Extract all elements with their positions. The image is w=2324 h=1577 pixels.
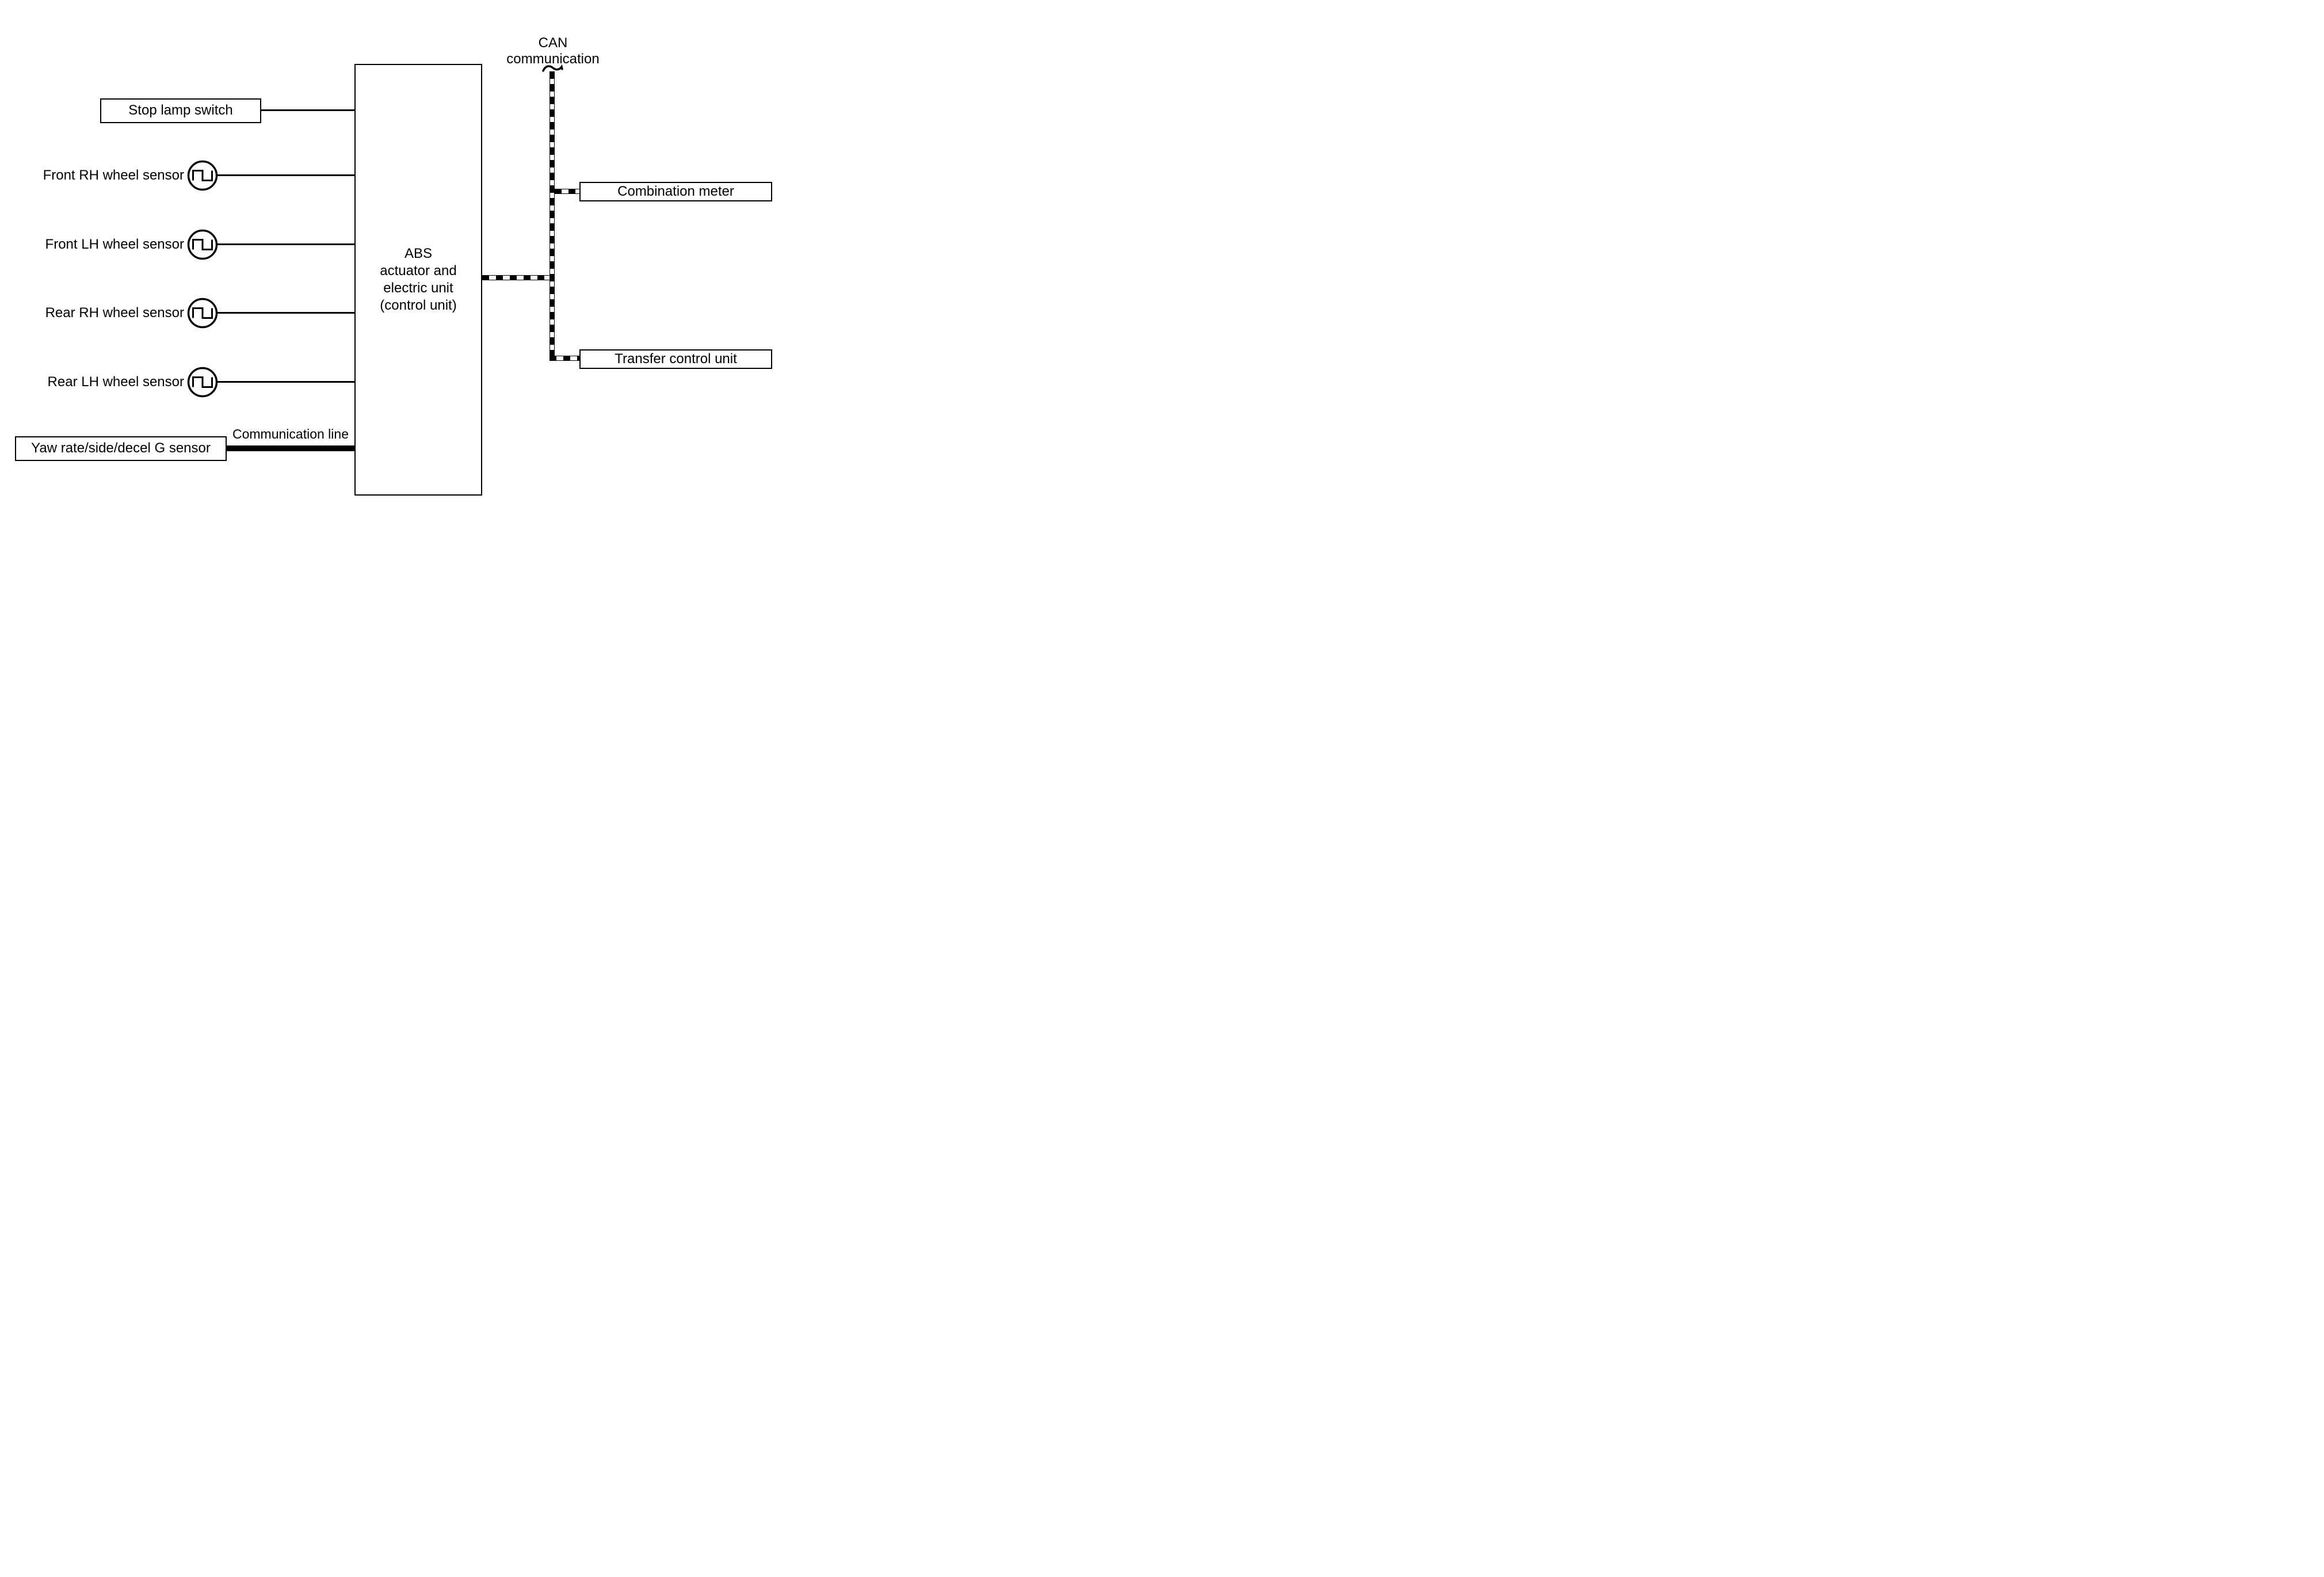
- abs-label-line3: electric unit: [383, 280, 453, 296]
- stop-lamp-connector-line: [261, 109, 354, 111]
- combination-meter-box: Combination meter: [579, 182, 772, 201]
- yaw-rate-sensor-label: Yaw rate/side/decel G sensor: [31, 440, 211, 456]
- square-wave-icon: [187, 229, 218, 260]
- can-bus-main-line: [482, 275, 549, 280]
- square-wave-icon: [187, 160, 218, 191]
- abs-label-line2: actuator and: [380, 263, 457, 279]
- stop-lamp-switch-box: Stop lamp switch: [100, 98, 261, 123]
- communication-line-label: Communication line: [232, 426, 349, 441]
- abs-actuator-box: ABS actuator and electric unit (control …: [354, 64, 482, 496]
- can-communication-label: CAN communication: [495, 35, 610, 67]
- combination-meter-label: Combination meter: [617, 183, 734, 199]
- square-wave-icon: [187, 367, 218, 398]
- abs-label-line1: ABS: [404, 246, 433, 261]
- abs-label-line4: (control unit): [380, 298, 457, 313]
- communication-line: [227, 445, 354, 451]
- can-bus-hook-icon: [542, 64, 563, 72]
- can-label-line1: CAN: [538, 35, 568, 51]
- can-branch-transfer-control: [549, 356, 579, 361]
- transfer-control-unit-box: Transfer control unit: [579, 349, 772, 369]
- front-lh-wheel-sensor-label: Front LH wheel sensor: [45, 237, 184, 252]
- abs-system-diagram: Stop lamp switch Front RH wheel sensor F…: [0, 0, 774, 525]
- can-branch-combination-meter: [555, 189, 579, 194]
- rear-rh-connector-line: [203, 312, 354, 314]
- rear-rh-wheel-sensor-label: Rear RH wheel sensor: [45, 305, 184, 321]
- stop-lamp-switch-label: Stop lamp switch: [128, 102, 233, 119]
- rear-lh-connector-line: [203, 381, 354, 383]
- front-rh-wheel-sensor-label: Front RH wheel sensor: [43, 167, 184, 183]
- transfer-control-unit-label: Transfer control unit: [615, 351, 737, 367]
- front-rh-connector-line: [203, 174, 354, 176]
- rear-lh-wheel-sensor-label: Rear LH wheel sensor: [47, 374, 184, 390]
- front-lh-connector-line: [203, 243, 354, 245]
- square-wave-icon: [187, 298, 218, 329]
- can-label-line2: communication: [506, 51, 600, 67]
- can-bus-vertical-line: [549, 71, 555, 361]
- yaw-rate-sensor-box: Yaw rate/side/decel G sensor: [15, 436, 227, 461]
